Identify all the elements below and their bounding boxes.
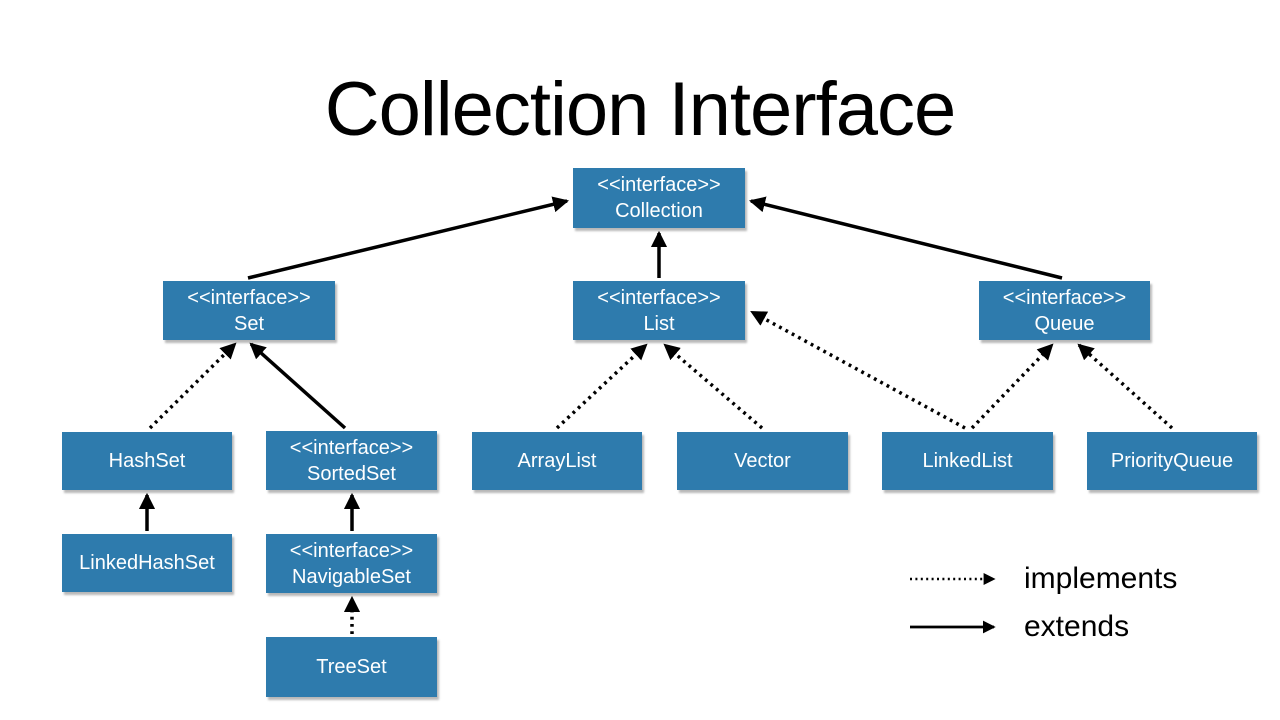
edge-vector-list-implements-arrow — [663, 343, 764, 430]
node-treeset: TreeSet — [266, 637, 437, 697]
legend-row-implements: implements — [908, 558, 1177, 600]
node-label: Queue — [1034, 312, 1095, 335]
node-stereotype: <<interface>> — [597, 174, 721, 196]
node-arraylist: ArrayList — [472, 432, 642, 490]
node-label: LinkedList — [922, 450, 1013, 472]
edge-linkedlist-list-implements-arrow — [750, 310, 966, 430]
node-label: SortedSet — [307, 462, 396, 485]
page-title: Collection Interface — [324, 67, 957, 152]
node-label: HashSet — [108, 450, 186, 472]
legend-row-extends: extends — [908, 606, 1177, 648]
node-label: PriorityQueue — [1110, 450, 1234, 472]
node-linkedlist: LinkedList — [882, 432, 1053, 490]
legend: implements extends — [908, 558, 1177, 648]
edge-priorityqueue-queue-implements-arrow — [1077, 343, 1174, 430]
edge-queue-collection-extends-arrow — [748, 196, 1063, 280]
implements-arrow-icon — [910, 573, 996, 585]
legend-extends-label: extends — [1024, 610, 1130, 643]
node-label: List — [643, 312, 675, 335]
node-label: LinkedHashSet — [79, 552, 215, 574]
node-linkedhashset: LinkedHashSet — [62, 534, 232, 592]
node-vector: Vector — [677, 432, 848, 490]
node-collection: <<interface>> Collection — [573, 168, 745, 228]
node-label: TreeSet — [316, 656, 387, 678]
node-label: Collection — [615, 200, 703, 222]
edge-arraylist-list-implements-arrow — [555, 343, 648, 430]
node-navigableset: <<interface>> NavigableSet — [266, 534, 437, 593]
extends-arrow-icon — [910, 620, 996, 634]
node-label: NavigableSet — [292, 565, 411, 588]
edge-sortedset-set-extends-arrow — [249, 342, 347, 430]
node-stereotype: <<interface>> — [187, 286, 311, 309]
node-label: Vector — [734, 450, 791, 472]
node-stereotype: <<interface>> — [1002, 286, 1127, 309]
node-stereotype: <<interface>> — [289, 436, 414, 459]
node-sortedset: <<interface>> SortedSet — [266, 431, 437, 490]
node-queue: <<interface>> Queue — [979, 281, 1150, 340]
edge-hashset-set-implements-arrow — [148, 342, 237, 430]
edge-set-collection-extends-arrow — [247, 196, 570, 280]
node-list: <<interface>> List — [573, 281, 745, 340]
edge-linkedlist-queue-implements-arrow — [970, 343, 1054, 430]
node-hashset: HashSet — [62, 432, 232, 490]
node-priorityqueue: PriorityQueue — [1087, 432, 1257, 490]
node-stereotype: <<interface>> — [289, 539, 414, 562]
node-label: Set — [233, 312, 265, 335]
node-label: ArrayList — [517, 450, 597, 472]
legend-implements-label: implements — [1024, 562, 1178, 595]
node-stereotype: <<interface>> — [597, 286, 721, 309]
node-set: <<interface>> Set — [163, 281, 335, 340]
